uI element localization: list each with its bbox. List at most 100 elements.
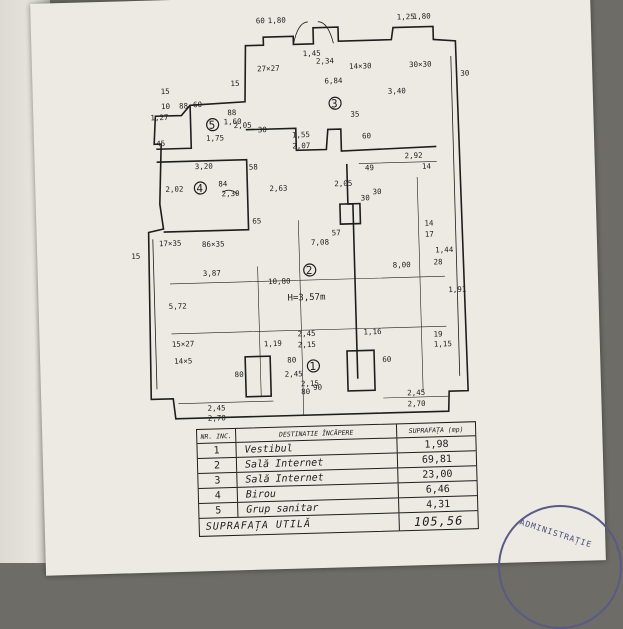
dim-label: 65 [252,216,261,225]
header-nr: NR. INC. [197,428,237,443]
wall-vestibule-right [346,349,376,392]
dim-label: 35 [350,110,359,119]
floor-plan: 3 5 4 2 1 H=3,57m 60 1,80 1,25 1,80 1,45… [131,12,470,423]
dim-label: 15 [230,79,239,88]
dim-label: 17 [425,230,434,239]
header-area: SUPRAFAȚA (mp) [408,425,464,435]
dim-label: 1,25 [397,12,415,22]
dim-label: 14×5 [174,356,192,366]
room-1-number: 1 [309,360,316,373]
row-nr: 4 [198,487,239,503]
dim-label: 88 [179,101,189,110]
dim-label: 1,91 [448,285,466,295]
room-2-marker [303,263,317,277]
dim-label: 2,45 [207,403,225,413]
dim-label: 1,60 [223,117,242,127]
dim-label: 2,92 [404,151,422,161]
wall-room5 [156,105,193,151]
door-arc [293,21,334,45]
dim-label: 15 [161,87,170,96]
dim-label: 17×35 [159,239,182,249]
area-table: NR. INC. DESTINATIE ÎNCĂPERE SUPRAFAȚA (… [196,421,479,537]
room-3-number: 3 [331,97,338,110]
row-nr: 1 [197,442,237,458]
dim-label: 45 [156,139,165,148]
dim-label: 3,40 [388,86,407,96]
dim-label: 60 [382,355,392,364]
window-right [450,55,461,376]
total-value: 105,56 [413,513,464,529]
row-area: 23,00 [422,468,453,481]
wall-column [339,202,362,225]
dim-label: 2,05 [334,179,352,189]
dim-label: 8,00 [392,260,411,270]
dim-label: 1,44 [435,245,454,255]
dim-label: 60 [193,100,203,109]
wall-vestibule [244,355,273,398]
room-4-marker [193,181,207,195]
dim-label: 60 [362,131,372,140]
dim-label: 2,63 [269,184,287,194]
row-nr: 5 [199,502,239,518]
dim-label: 30 [372,187,382,196]
dim-label: 28 [433,257,443,266]
dim-label: 2,15 [301,379,319,389]
dim-label: 10,80 [268,277,291,287]
dim-label: 1,75 [206,133,224,143]
room-4-number: 4 [196,182,203,195]
ceiling-height: H=3,57m [287,293,325,304]
dim-label: 1,16 [363,327,382,337]
room-1-marker [306,359,321,373]
dim-label: 30 [361,193,371,202]
dim-label: 80 [301,387,311,396]
dim-label: 90 [313,383,323,392]
dim-label: 2,70 [407,399,426,409]
dim-label: 2,45 [407,388,425,398]
row-area: 69,81 [421,453,453,466]
dim-label: 27×27 [257,64,280,74]
dim-label: 5,72 [169,301,187,311]
dim-label: 3,87 [203,268,221,278]
room-5-number: 5 [208,119,215,132]
room-2-number: 2 [306,264,313,277]
dim-label: 58 [249,162,259,171]
dim-label: 80 [234,370,244,379]
dim-label: 2,02 [165,184,183,194]
room-5-marker [206,118,220,132]
room-3-marker [328,96,342,110]
dim-label: 15 [131,252,140,261]
dim-label: 2,45 [284,369,302,379]
dim-label: 3,20 [195,162,214,172]
dim-label: 10 [161,102,171,111]
dim-label: 1,80 [268,16,287,26]
dim-label: 14 [424,219,434,228]
dim-label: 15×27 [172,339,195,349]
wall-room3-bottom [245,127,437,152]
dim-label: 14×30 [349,61,372,71]
dim-label: 60 [256,16,266,25]
dim-label: 30 [258,125,268,134]
dim-label: 2,15 [298,340,316,350]
dim-label: 1,55 [292,130,310,140]
dim-label: 88 [227,108,237,117]
dim-label: 2,30 [221,189,240,199]
dim-lines [170,144,449,416]
official-stamp: ADMINISTRAȚIE [498,505,622,629]
outer-wall [147,25,469,420]
row-area: 1,98 [424,438,449,451]
dim-label: 14 [422,162,432,171]
dim-label: 30×30 [409,60,432,70]
dim-label: 80 [287,355,297,364]
window-left [152,239,158,390]
dim-label: 49 [365,163,374,172]
wall-partition-mid [345,163,359,379]
dim-label: 1,80 [413,12,432,22]
row-nr: 3 [198,472,238,488]
door-arc-room4 [222,189,238,195]
dim-label: 84 [218,179,228,188]
wall-room4 [156,158,250,233]
dim-label: 2,34 [316,56,335,66]
dim-label: 7,08 [311,237,330,247]
dim-label: 2,45 [297,329,315,339]
stamp-text: ADMINISTRAȚIE [518,517,594,550]
